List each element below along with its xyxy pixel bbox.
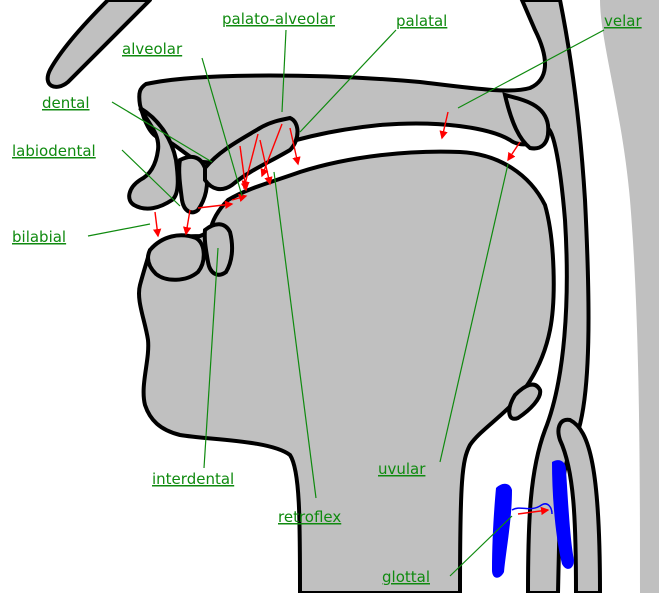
back-of-head bbox=[600, 0, 659, 593]
label-labiodental: labiodental bbox=[12, 142, 96, 160]
label-retroflex: retroflex bbox=[278, 508, 341, 526]
label-palato-alveolar: palato-alveolar bbox=[222, 10, 336, 28]
label-palatal: palatal bbox=[396, 12, 447, 30]
label-interdental: interdental bbox=[152, 470, 234, 488]
label-alveolar: alveolar bbox=[122, 40, 183, 58]
label-bilabial: bilabial bbox=[12, 228, 66, 246]
label-velar: velar bbox=[604, 12, 642, 30]
label-dental: dental bbox=[42, 94, 90, 112]
vocal-fold-front bbox=[492, 484, 512, 578]
label-glottal: glottal bbox=[382, 568, 430, 586]
lower-lip bbox=[148, 235, 204, 279]
tongue-and-jaw bbox=[139, 152, 554, 593]
label-uvular: uvular bbox=[378, 460, 426, 478]
upper-teeth bbox=[179, 157, 207, 212]
